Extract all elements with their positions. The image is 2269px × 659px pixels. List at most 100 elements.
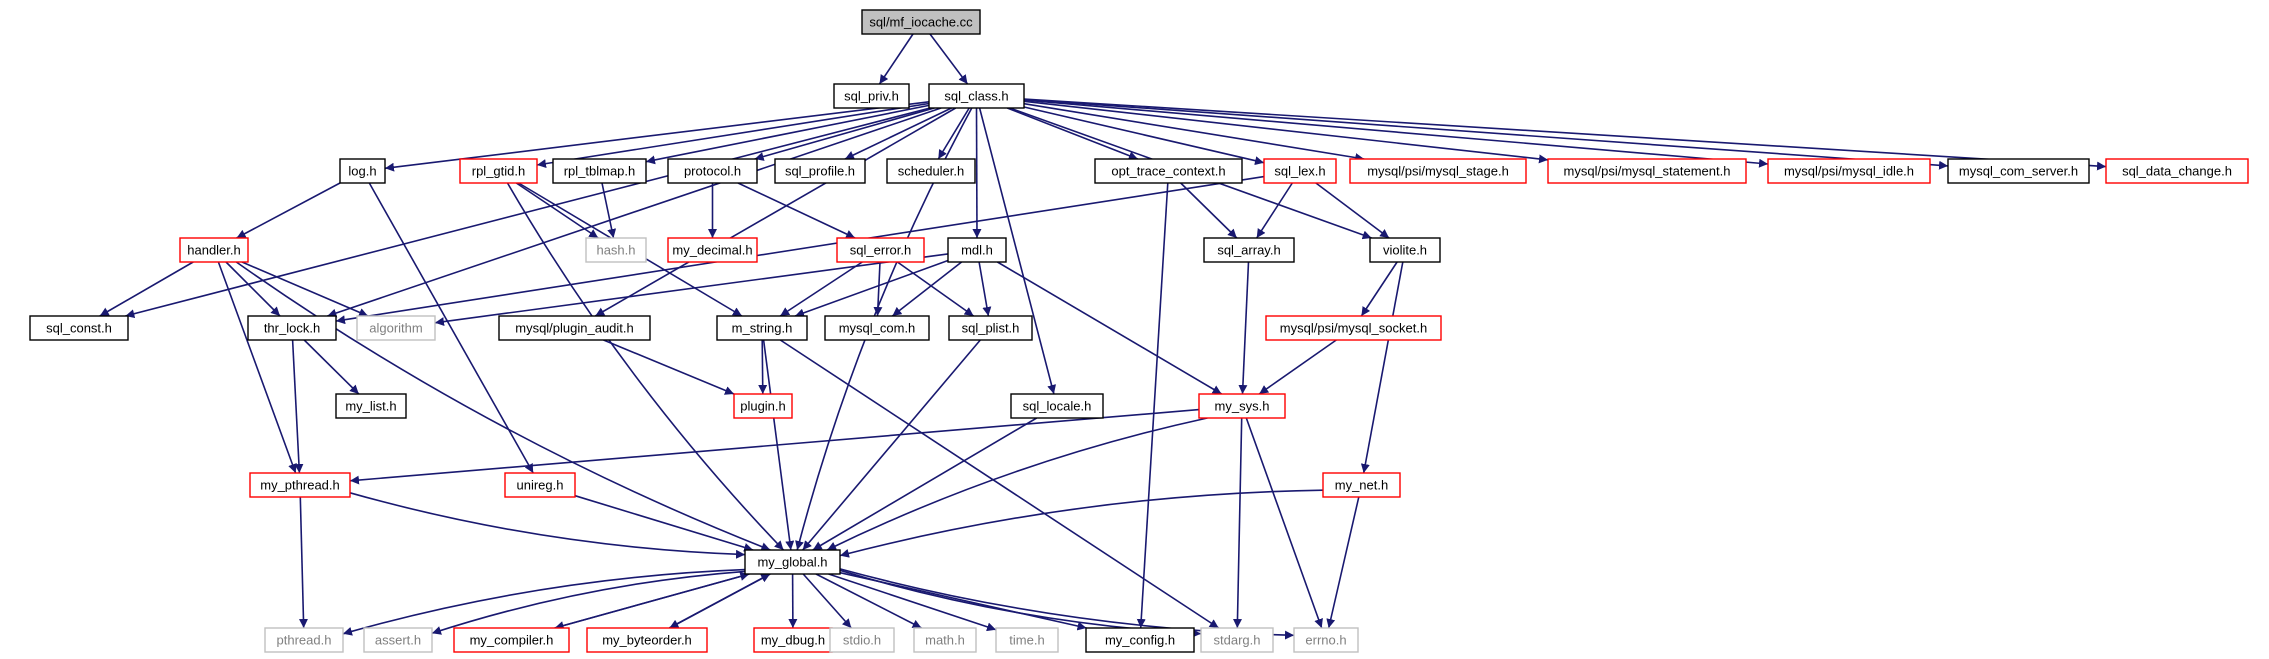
edges bbox=[99, 33, 2107, 640]
node-box bbox=[1198, 393, 1286, 419]
node-label: sql_profile.h bbox=[785, 164, 855, 179]
node-my-dbug[interactable]: my_dbug.h bbox=[753, 627, 833, 653]
node-data-change[interactable]: sql_data_change.h bbox=[2105, 158, 2249, 184]
node-box bbox=[552, 158, 647, 184]
edge-my_sys-to-my_global bbox=[826, 417, 1208, 551]
node-label: protocol.h bbox=[684, 164, 741, 179]
node-mdl[interactable]: mdl.h bbox=[947, 237, 1007, 263]
edge-root-to-sql_class bbox=[929, 33, 969, 85]
edge-log-to-handler bbox=[236, 182, 341, 239]
node-box bbox=[833, 83, 910, 109]
node-opt-trace[interactable]: opt_trace_context.h bbox=[1094, 158, 1243, 184]
edge-mdl-to-m_string bbox=[794, 259, 949, 318]
node-box bbox=[1947, 158, 2090, 184]
node-sql-profile[interactable]: sql_profile.h bbox=[774, 158, 866, 184]
edge-handler-to-algorithm bbox=[241, 261, 369, 317]
node-my-decimal[interactable]: my_decimal.h bbox=[667, 237, 758, 263]
node-box bbox=[2105, 158, 2249, 184]
edge-sql_class-to-plugin_audit bbox=[594, 107, 957, 317]
node-thr-lock[interactable]: thr_lock.h bbox=[247, 315, 337, 341]
edge-violite-to-psi_socket bbox=[1360, 261, 1398, 317]
edge-my_global-to-errno bbox=[839, 568, 1295, 640]
node-sql-array[interactable]: sql_array.h bbox=[1203, 237, 1295, 263]
node-box bbox=[249, 472, 351, 498]
edge-mdl-to-my_sys bbox=[996, 261, 1223, 395]
node-my-byteorder[interactable]: my_byteorder.h bbox=[586, 627, 708, 653]
node-sql-locale[interactable]: sql_locale.h bbox=[1010, 393, 1104, 419]
node-root[interactable]: sql/mf_iocache.cc bbox=[861, 9, 981, 35]
node-box bbox=[264, 627, 344, 653]
edge-my_sys-to-stdarg bbox=[1232, 417, 1243, 629]
edge-sql_class-to-rpl_tblmap bbox=[645, 104, 930, 165]
node-psi-statement[interactable]: mysql/psi/mysql_statement.h bbox=[1547, 158, 1747, 184]
node-my-net[interactable]: my_net.h bbox=[1322, 472, 1401, 498]
node-box bbox=[29, 315, 129, 341]
node-box bbox=[1265, 315, 1442, 341]
node-box bbox=[1767, 158, 1931, 184]
node-handler[interactable]: handler.h bbox=[179, 237, 249, 263]
node-unireg[interactable]: unireg.h bbox=[504, 472, 576, 498]
node-sql-plist[interactable]: sql_plist.h bbox=[948, 315, 1033, 341]
node-label: sql_data_change.h bbox=[2122, 164, 2232, 179]
node-rpl-tblmap[interactable]: rpl_tblmap.h bbox=[552, 158, 647, 184]
node-box bbox=[585, 237, 647, 263]
node-sql-lex[interactable]: sql_lex.h bbox=[1263, 158, 1337, 184]
edge-mdl-to-sql_plist bbox=[978, 261, 992, 317]
node-my-pthread[interactable]: my_pthread.h bbox=[249, 472, 351, 498]
edge-plugin_audit-to-plugin bbox=[603, 339, 735, 395]
node-sql-error[interactable]: sql_error.h bbox=[836, 237, 925, 263]
node-label: pthread.h bbox=[277, 633, 332, 648]
node-mysql-com[interactable]: mysql_com.h bbox=[824, 315, 930, 341]
node-label: errno.h bbox=[1305, 633, 1346, 648]
node-my-global[interactable]: my_global.h bbox=[744, 549, 841, 575]
node-box bbox=[913, 627, 977, 653]
node-box bbox=[453, 627, 570, 653]
node-plugin[interactable]: plugin.h bbox=[733, 393, 793, 419]
edge-sql_lex-to-sql_array bbox=[1256, 182, 1293, 239]
node-label: mysql_com.h bbox=[839, 321, 916, 336]
node-log[interactable]: log.h bbox=[339, 158, 386, 184]
edge-sql_class-to-sql_profile bbox=[844, 107, 952, 160]
node-sql-priv[interactable]: sql_priv.h bbox=[833, 83, 910, 109]
edge-my_net-to-errno bbox=[1326, 496, 1360, 629]
node-my-sys[interactable]: my_sys.h bbox=[1198, 393, 1286, 419]
edge-sql_class-to-sql_locale bbox=[978, 107, 1056, 395]
edge-handler-to-my_pthread bbox=[217, 261, 297, 474]
node-plugin-audit[interactable]: mysql/plugin_audit.h bbox=[498, 315, 651, 341]
node-rpl-gtid[interactable]: rpl_gtid.h bbox=[459, 158, 538, 184]
node-box bbox=[1349, 158, 1527, 184]
node-label: unireg.h bbox=[517, 478, 564, 493]
node-label: plugin.h bbox=[740, 399, 786, 414]
node-psi-socket[interactable]: mysql/psi/mysql_socket.h bbox=[1265, 315, 1442, 341]
node-label: sql_error.h bbox=[850, 243, 911, 258]
node-box bbox=[744, 549, 841, 575]
edge-sql_class-to-psi_idle bbox=[1023, 99, 1769, 168]
node-box bbox=[498, 315, 651, 341]
node-box bbox=[667, 158, 758, 184]
node-label: mysql/psi/mysql_stage.h bbox=[1367, 164, 1509, 179]
node-violite[interactable]: violite.h bbox=[1369, 237, 1441, 263]
node-box bbox=[774, 158, 866, 184]
node-box bbox=[836, 237, 925, 263]
node-box bbox=[995, 627, 1059, 653]
node-psi-stage[interactable]: mysql/psi/mysql_stage.h bbox=[1349, 158, 1527, 184]
edge-sql_class-to-rpl_gtid bbox=[536, 102, 930, 169]
node-m-string[interactable]: m_string.h bbox=[716, 315, 808, 341]
node-my-config[interactable]: my_config.h bbox=[1085, 627, 1195, 653]
node-sql-class[interactable]: sql_class.h bbox=[928, 83, 1025, 109]
node-box bbox=[667, 237, 758, 263]
edge-sql_class-to-psi_statement bbox=[1023, 100, 1549, 164]
node-label: scheduler.h bbox=[898, 164, 965, 179]
node-my-list[interactable]: my_list.h bbox=[335, 393, 407, 419]
node-errno: errno.h bbox=[1293, 627, 1359, 653]
node-my-compiler[interactable]: my_compiler.h bbox=[453, 627, 570, 653]
node-box bbox=[363, 627, 433, 653]
node-com-server[interactable]: mysql_com_server.h bbox=[1947, 158, 2090, 184]
node-psi-idle[interactable]: mysql/psi/mysql_idle.h bbox=[1767, 158, 1931, 184]
node-scheduler[interactable]: scheduler.h bbox=[886, 158, 976, 184]
edge-thr_lock-to-my_pthread bbox=[291, 339, 304, 474]
node-protocol[interactable]: protocol.h bbox=[667, 158, 758, 184]
node-sql-const[interactable]: sql_const.h bbox=[29, 315, 129, 341]
edge-opt_trace-to-my_config bbox=[1136, 182, 1169, 629]
node-label: my_compiler.h bbox=[470, 633, 554, 648]
